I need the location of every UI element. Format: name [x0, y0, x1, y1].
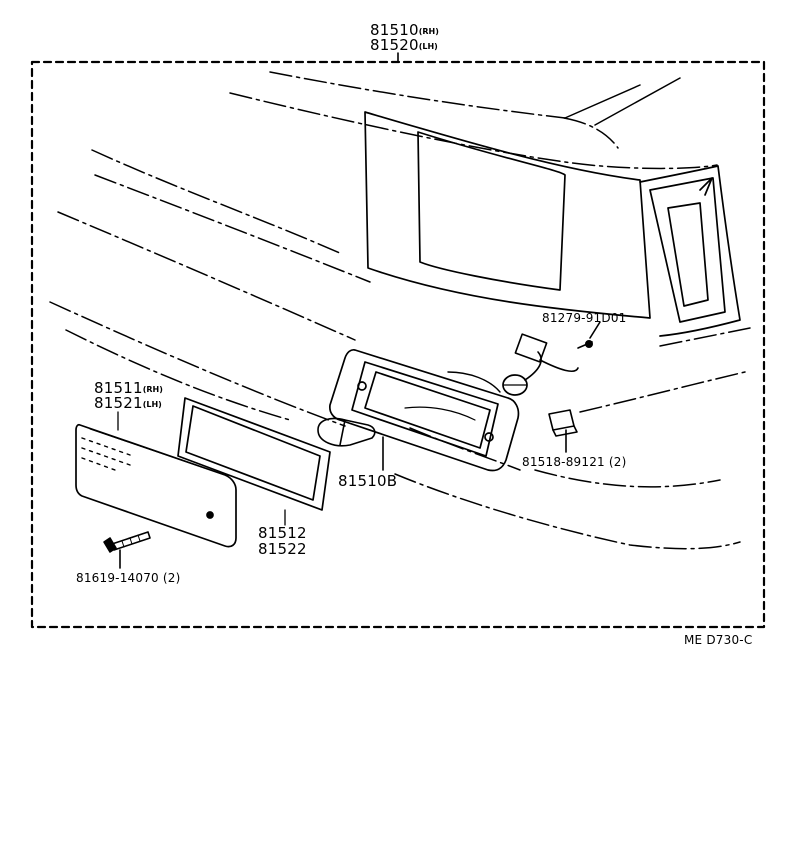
- car-body-outline: [49, 71, 751, 550]
- label-assembly-lh: 81520(LH): [370, 36, 438, 54]
- lamp-housing: [329, 348, 528, 472]
- label-long-screw: 81619-14070 (2): [76, 571, 181, 585]
- corner-lamp: [639, 165, 741, 337]
- windshield-frame: [563, 77, 681, 149]
- bulb-part: [317, 417, 384, 471]
- label-bulb: 81510B: [338, 472, 398, 490]
- clip-part: [548, 409, 578, 453]
- assembly-boundary: [30, 60, 766, 629]
- drawing-code: ME D730-C: [684, 633, 753, 647]
- label-small-screw: 81279-91D01: [542, 311, 627, 325]
- label-lens-lh: 81521(LH): [94, 394, 162, 412]
- label-clip: 81518-89121 (2): [522, 455, 627, 469]
- label-lens-rh: 81511(RH): [94, 379, 163, 397]
- lens-part: [75, 423, 237, 548]
- label-gasket-rh: 81512: [258, 524, 307, 542]
- leader-lines: [117, 411, 286, 526]
- gasket-part: [177, 397, 331, 511]
- headlight-frame: [364, 111, 651, 319]
- label-assembly-rh: 81510(RH): [370, 21, 439, 39]
- label-gasket-lh: 81522: [258, 540, 307, 558]
- small-screw-part: [577, 321, 601, 349]
- bulb-socket-wire: [514, 333, 579, 381]
- long-screw-part: [103, 531, 151, 569]
